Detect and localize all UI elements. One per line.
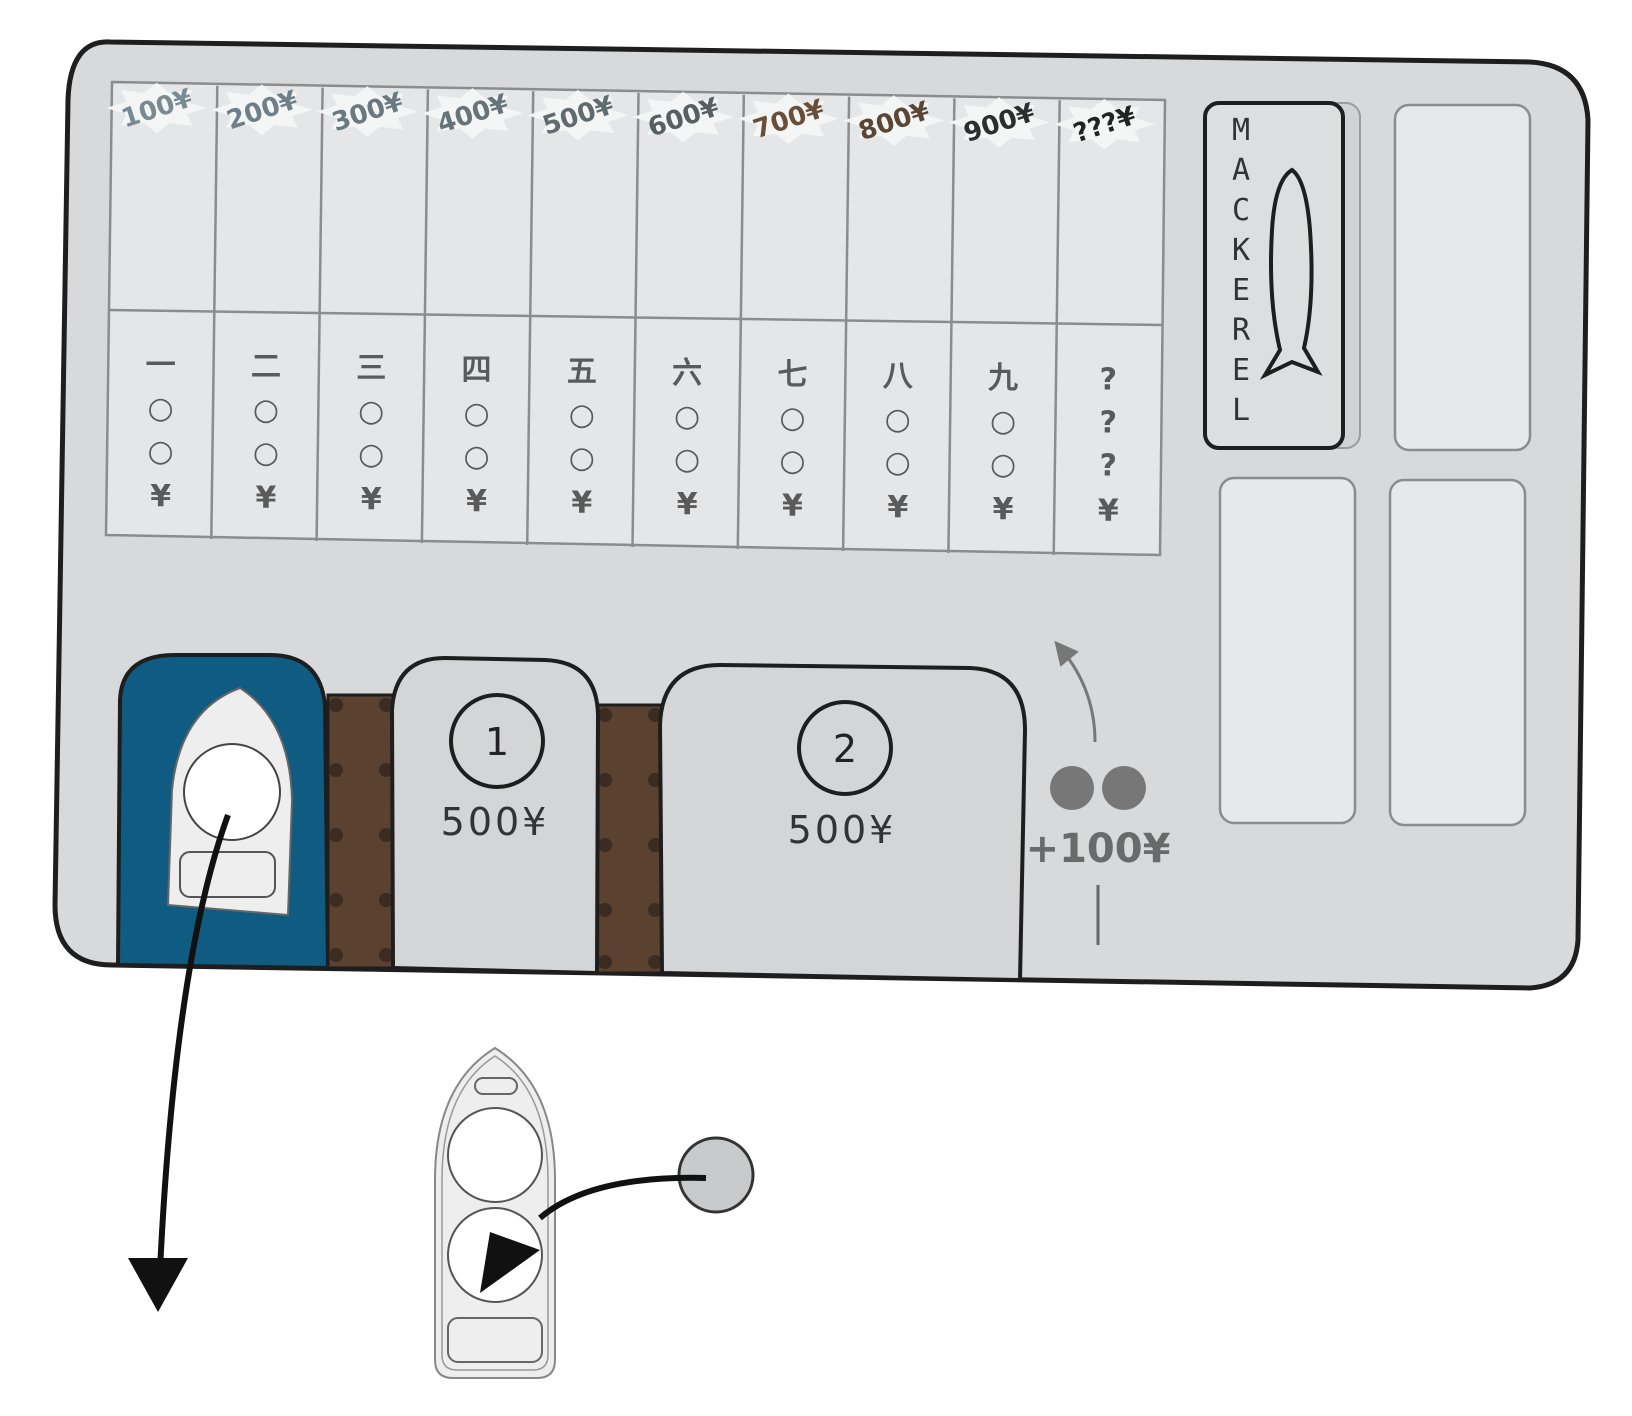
dock-2-price: 500¥ — [788, 808, 897, 852]
yen-mark: ¥ — [993, 492, 1014, 527]
column-header: 八 — [883, 359, 914, 394]
card-slot-bottom-right[interactable] — [1388, 478, 1527, 827]
column-slot: ○ — [779, 444, 805, 479]
column-slot: ○ — [674, 399, 700, 434]
column-header: 四 — [462, 353, 492, 388]
price-burst-icon — [948, 97, 1050, 148]
boat-in-harbor[interactable] — [166, 686, 294, 917]
column-slot: ○ — [148, 391, 174, 426]
track-divider — [947, 98, 956, 554]
boat-cargo-slot — [183, 743, 281, 841]
track-divider — [736, 94, 746, 550]
dock-1-number-badge — [449, 693, 545, 789]
dock-2[interactable]: 2 500¥ — [657, 662, 1028, 983]
price-burst-icon — [1053, 98, 1155, 150]
bonus-value: +100¥ — [1026, 826, 1171, 872]
price-burst-icon — [527, 89, 629, 141]
column-header: 九 — [988, 361, 1018, 396]
column-slot: ○ — [463, 439, 489, 474]
bonus-token-icon — [1050, 766, 1094, 810]
placement-arrow — [538, 1174, 707, 1221]
bonus-token-icon — [1102, 766, 1146, 810]
boat-deck — [179, 851, 276, 898]
dock-1[interactable]: 1 500¥ — [389, 655, 601, 976]
boat-tile-bow-slot — [474, 1077, 518, 1095]
track-divider — [841, 96, 851, 552]
pier-right — [595, 703, 664, 975]
track-divider — [525, 91, 535, 546]
yen-mark: ¥ — [571, 485, 592, 520]
column-slot: ? — [1100, 405, 1117, 440]
yen-mark: ¥ — [1098, 493, 1119, 528]
track-divider — [315, 87, 324, 542]
card-slot-bottom-left[interactable] — [1218, 476, 1357, 825]
column-slot: ○ — [885, 402, 911, 437]
price-burst-icon — [843, 95, 945, 146]
column-header: ? — [1100, 362, 1117, 397]
card-slot-top-right[interactable] — [1393, 103, 1532, 452]
departure-arrowhead — [128, 1258, 188, 1312]
column-slot: ○ — [463, 396, 489, 431]
price-burst-icon — [106, 82, 208, 134]
column-header: 七 — [777, 358, 807, 393]
dock-2-number: 2 — [833, 727, 857, 771]
boat-tile-cargo-slot-1[interactable] — [447, 1107, 543, 1203]
bonus-arrow — [1054, 640, 1097, 743]
fish-icon — [1259, 167, 1323, 380]
column-slot: ○ — [674, 442, 700, 477]
column-slot: ○ — [885, 445, 911, 480]
column-slot: ○ — [569, 397, 595, 432]
track-divider — [210, 85, 219, 540]
placement-arrowhead — [480, 1232, 540, 1293]
column-slot: ? — [1100, 448, 1117, 483]
track-divider — [420, 89, 430, 544]
yen-mark: ¥ — [782, 489, 803, 524]
track-divider — [631, 92, 640, 548]
column-slot: ○ — [358, 394, 384, 429]
column-header: 一 — [146, 348, 176, 383]
yen-mark: ¥ — [361, 482, 382, 517]
column-slot: ○ — [779, 401, 805, 436]
price-burst-icon — [737, 93, 839, 145]
departure-arrow — [157, 813, 231, 1271]
boat-tile-deck — [447, 1317, 543, 1363]
column-slot: ○ — [148, 434, 174, 469]
dock-1-number: 1 — [485, 720, 509, 764]
column-header: 二 — [251, 350, 281, 385]
dock-2-number-badge — [797, 700, 893, 796]
dock-1-price: 500¥ — [441, 800, 550, 844]
yen-mark: ¥ — [150, 479, 171, 514]
yen-mark: ¥ — [887, 490, 908, 525]
column-slot: ○ — [990, 447, 1016, 482]
column-header: 五 — [567, 354, 597, 389]
price-track: 100¥200¥300¥400¥500¥600¥700¥800¥900¥???¥… — [104, 80, 1167, 557]
column-slot: ○ — [253, 436, 279, 471]
price-burst-icon — [632, 91, 734, 143]
pier-left — [326, 693, 395, 970]
price-burst-icon — [316, 86, 418, 137]
column-header: 三 — [356, 351, 386, 386]
column-header: 六 — [672, 356, 702, 391]
yen-mark: ¥ — [256, 481, 277, 516]
bonus-area: +100¥ — [1026, 640, 1171, 945]
column-slot: ○ — [358, 437, 384, 472]
price-burst-icon — [211, 84, 313, 136]
yen-mark: ¥ — [677, 487, 698, 522]
column-slot: ○ — [990, 404, 1016, 439]
yen-mark: ¥ — [466, 484, 487, 519]
price-burst-icon — [421, 88, 524, 139]
track-divider — [1052, 100, 1061, 556]
column-slot: ○ — [569, 440, 595, 475]
boat-tile[interactable] — [434, 1046, 556, 1379]
column-slot: ○ — [253, 393, 279, 428]
